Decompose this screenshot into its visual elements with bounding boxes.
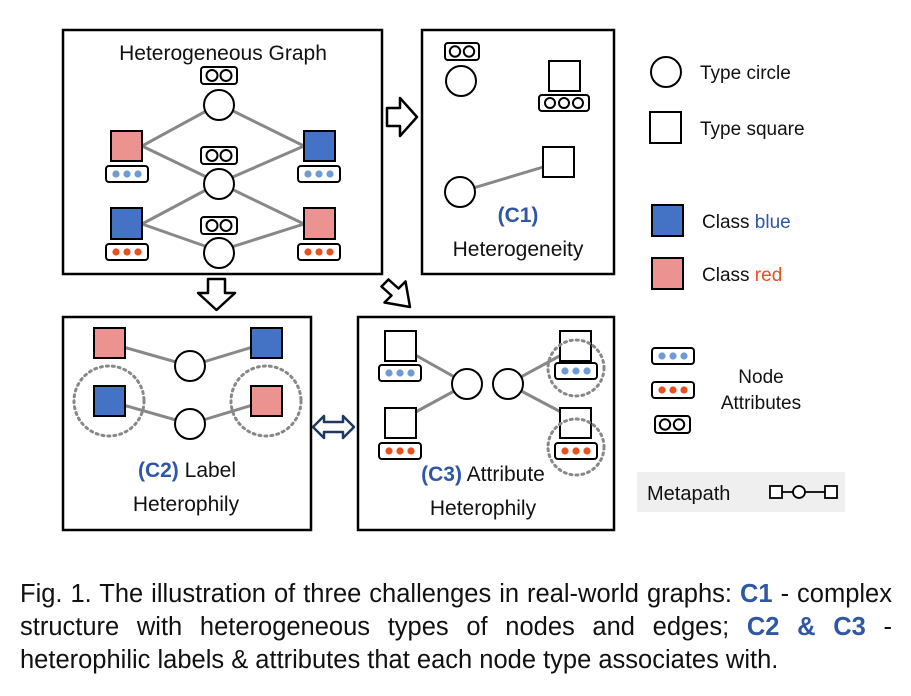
c2-square-blue [250, 327, 283, 359]
legend-class-blue: Class blue [702, 212, 791, 233]
c3-square-node [546, 407, 606, 477]
legend-circle-icon [650, 56, 682, 88]
legend-type-circle: Type circle [700, 63, 791, 84]
arrow-right-icon [385, 96, 419, 138]
c3-circle-node [492, 368, 524, 400]
c2-tag: (C2) [138, 459, 179, 482]
figure-diagram: Heterogeneous Graph [61, 28, 845, 532]
c2-highlight-ring [72, 364, 146, 438]
graph-circle-node [200, 216, 238, 269]
legend-node-attributes-2: Attributes [721, 393, 801, 414]
legend-red-word: red [755, 265, 782, 286]
metapath-icon [769, 485, 838, 499]
panel-heterogeneous-graph [61, 28, 384, 276]
legend-attr-plain-icon [654, 415, 691, 434]
c2-text1: Label [185, 459, 236, 482]
c2-square-blue [93, 385, 126, 417]
c1-tag: (C1) [498, 204, 539, 227]
c3-label-line2: Heterophily [430, 497, 537, 520]
legend-blue-square-icon [651, 204, 684, 237]
c2-circle-node [174, 350, 206, 382]
legend-blue-word: blue [755, 212, 791, 233]
c1-square-node [538, 60, 590, 112]
panel-c2-label-heterophily [61, 315, 313, 532]
c2-highlight-ring [229, 364, 303, 438]
legend-type-square: Type square [700, 119, 805, 140]
panel-c1-heterogeneity [420, 28, 616, 276]
graph-circle-node [200, 66, 238, 121]
caption-c1: C1 [739, 580, 773, 608]
c3-circle-node [451, 368, 483, 400]
arrow-down-icon [196, 277, 237, 312]
legend-metapath-box [637, 472, 845, 512]
c3-square-node [546, 330, 606, 398]
c3-highlight-ring [546, 417, 606, 477]
graph-square-node-blue [105, 207, 149, 261]
legend-attr-blue-icon [651, 347, 695, 365]
c2-label-line2: Heterophily [133, 493, 240, 516]
c1-circle-node [444, 42, 480, 97]
legend-metapath-label: Metapath [647, 483, 730, 505]
c3-tag: (C3) [421, 463, 462, 486]
c2-circle-node [174, 408, 206, 440]
legend-square-icon [649, 111, 682, 144]
caption-c2-c3: C2 & C3 [746, 613, 866, 641]
graph-square-node-red [105, 130, 149, 183]
panel-c3-attribute-heterophily [356, 315, 616, 532]
c3-square-node [378, 407, 422, 460]
double-arrow-icon [311, 414, 356, 440]
c2-square-red [93, 327, 126, 359]
figure-caption: Fig. 1. The illustration of three challe… [20, 580, 893, 674]
legend-attr-red-icon [651, 381, 695, 399]
c2-square-red [250, 385, 283, 417]
c3-square-node [378, 330, 422, 382]
c1-title: Heterogeneity [453, 238, 584, 261]
c1-square-node-plain [542, 146, 575, 178]
legend-red-square-icon [651, 257, 684, 290]
c2-label-line1: (C2) Label [138, 459, 236, 482]
c3-label-line1: (C3) Attribute [421, 463, 545, 486]
graph-square-node-blue [297, 130, 341, 183]
c1-circle-node-plain [444, 176, 476, 208]
arrow-diagonal-icon [380, 278, 412, 309]
panel-graph-title: Heterogeneous Graph [119, 42, 327, 65]
graph-square-node-red [297, 207, 341, 261]
c3-highlight-ring [546, 338, 606, 398]
graph-circle-node [200, 146, 238, 200]
legend-node-attributes-1: Node [738, 367, 783, 388]
c3-text1: Attribute [467, 463, 545, 486]
legend-class-red: Class red [702, 265, 782, 286]
